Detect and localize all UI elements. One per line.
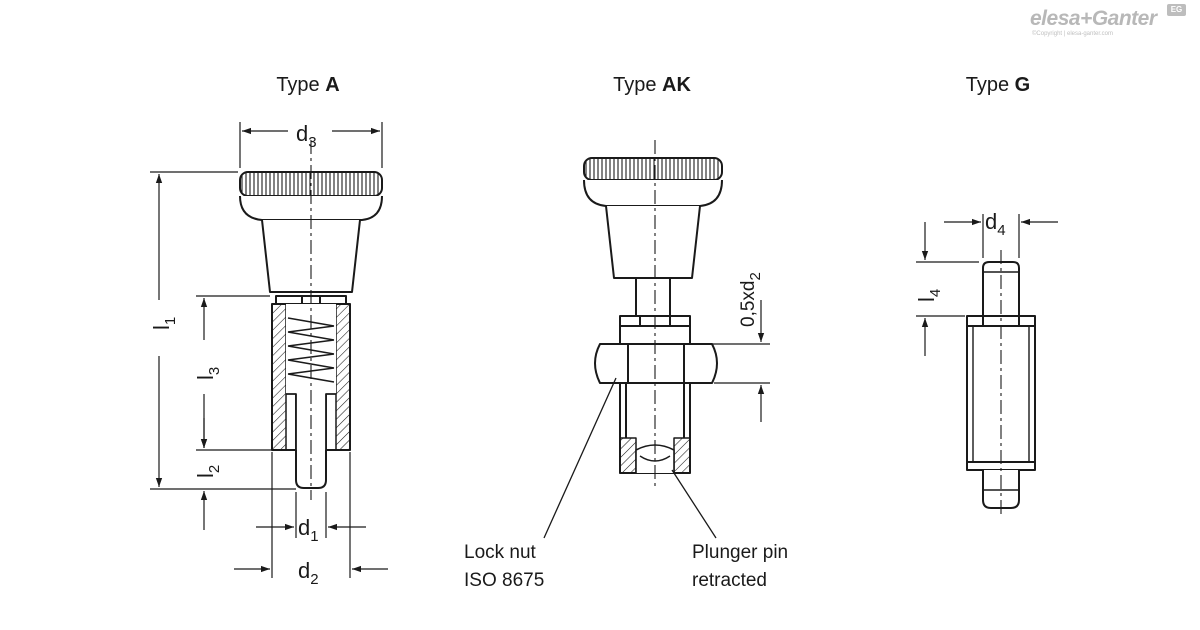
note-lock-nut-line1: Lock nut [464,542,537,563]
label-d2: d2 [298,558,319,588]
type-ak-dimensions [692,300,770,422]
type-g-drawing [966,250,1036,518]
note-plunger-line1: Plunger pin [692,542,788,563]
type-ak-knob-knurl [583,157,723,181]
label-l1: l1 [149,317,179,330]
label-l3: l3 [193,367,223,380]
brand-badge: EG [1167,4,1186,16]
type-ak-knob-base [583,179,723,207]
label-d1: d1 [298,515,319,545]
label-l2: l2 [193,465,223,478]
title-type-g: Type G [966,74,1030,96]
type-ak-lock-nut [594,343,718,384]
type-g-dimensions [916,214,1058,356]
type-a-dimensions [150,122,388,578]
title-type-a: Type A [276,74,339,96]
type-ak-neck [605,205,701,279]
type-ak-exposed-pin [635,277,671,317]
label-l4: l4 [914,289,944,302]
type-a-neck [261,219,361,293]
type-ak-drawing [583,140,723,490]
type-a-drawing [239,140,383,500]
type-ak-leaders [543,377,717,539]
note-lock-nut-line2: ISO 8675 [464,570,544,591]
title-type-ak: Type AK [613,74,691,96]
brand-copyright: ©Copyright | elesa-ganter.com [1032,31,1114,37]
note-plunger-line2: retracted [692,570,767,591]
brand-logo: elesa+Ganter ©Copyright | elesa-ganter.c… [1030,4,1190,42]
brand-name: elesa+Ganter [1030,7,1157,30]
label-half-d2: 0,5xd2 [738,272,764,327]
label-d3: d3 [296,121,317,151]
label-d4: d4 [985,209,1006,239]
